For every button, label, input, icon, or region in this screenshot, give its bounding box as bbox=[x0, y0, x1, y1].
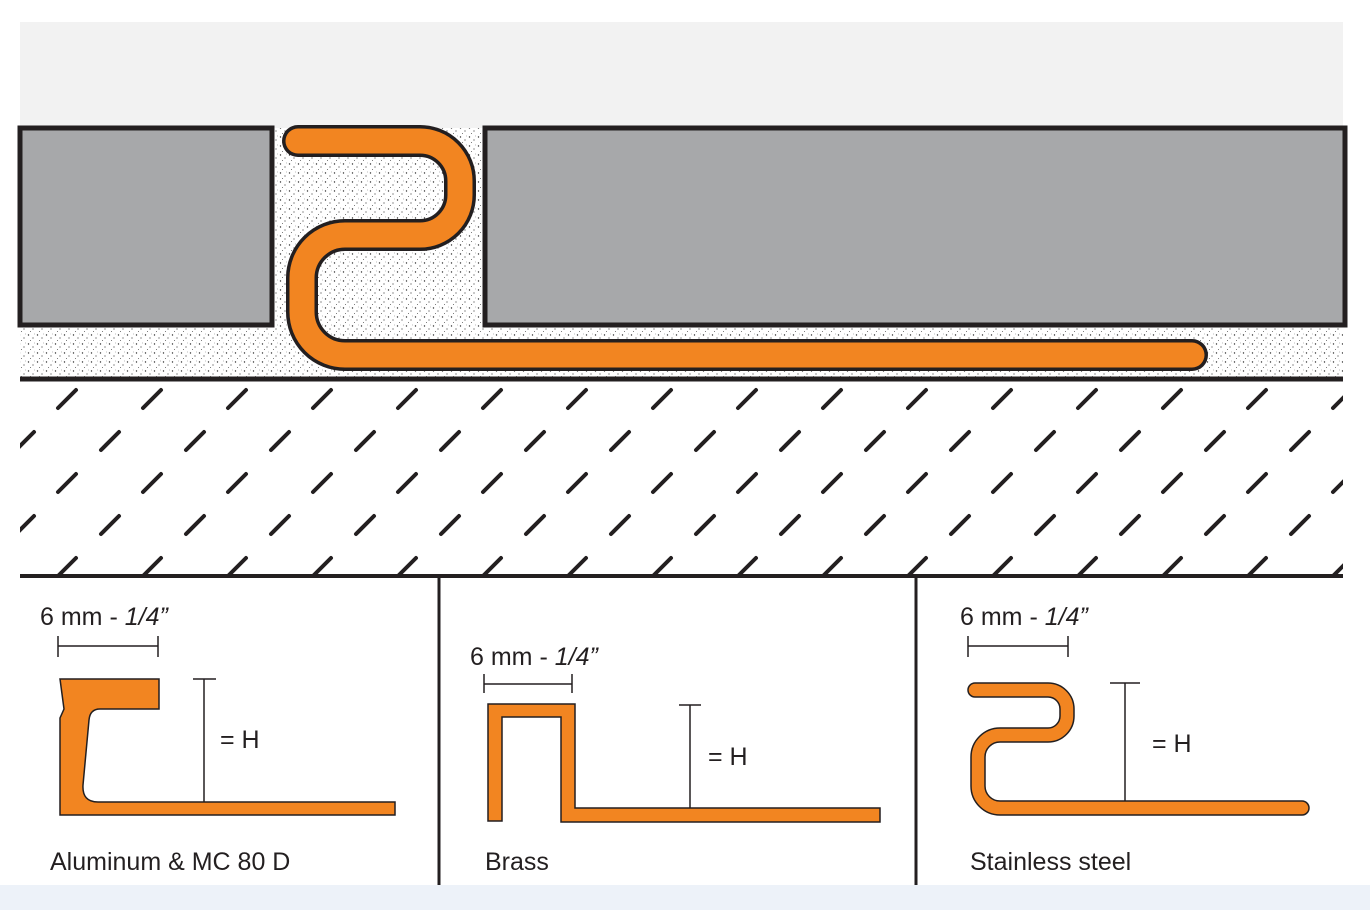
main-profile bbox=[282, 125, 1208, 371]
width-dimension-line bbox=[967, 636, 1069, 657]
panel-aluminum: 6 mm - 1/4” = H Aluminum & MC 80 D bbox=[40, 603, 396, 876]
dimension-label: 6 mm - 1/4” bbox=[960, 603, 1089, 631]
material-label: Aluminum & MC 80 D bbox=[50, 848, 290, 876]
dimension-label: 6 mm - 1/4” bbox=[40, 603, 169, 631]
concrete-substrate bbox=[20, 380, 1343, 575]
height-dimension-line bbox=[193, 678, 216, 802]
panel-brass: 6 mm - 1/4” = H Brass bbox=[470, 643, 881, 876]
material-label: Stainless steel bbox=[970, 848, 1131, 876]
height-dimension-line bbox=[679, 704, 701, 808]
height-label: = H bbox=[708, 743, 748, 771]
width-dimension-line bbox=[483, 674, 573, 693]
height-label: = H bbox=[1152, 730, 1192, 758]
surface-area bbox=[20, 22, 1343, 128]
height-label: = H bbox=[220, 726, 260, 754]
panel-stainless: 6 mm - 1/4” = H Stainless steel bbox=[960, 603, 1310, 876]
brass-profile-shape bbox=[487, 703, 881, 823]
material-label: Brass bbox=[485, 848, 549, 876]
tile-left bbox=[17, 125, 275, 328]
tile-right bbox=[482, 125, 1348, 328]
aluminum-profile-shape bbox=[59, 678, 396, 816]
width-dimension-line bbox=[57, 636, 159, 657]
dimension-label: 6 mm - 1/4” bbox=[470, 643, 599, 671]
height-dimension-line bbox=[1110, 682, 1140, 801]
stainless-profile-shape bbox=[967, 682, 1310, 816]
